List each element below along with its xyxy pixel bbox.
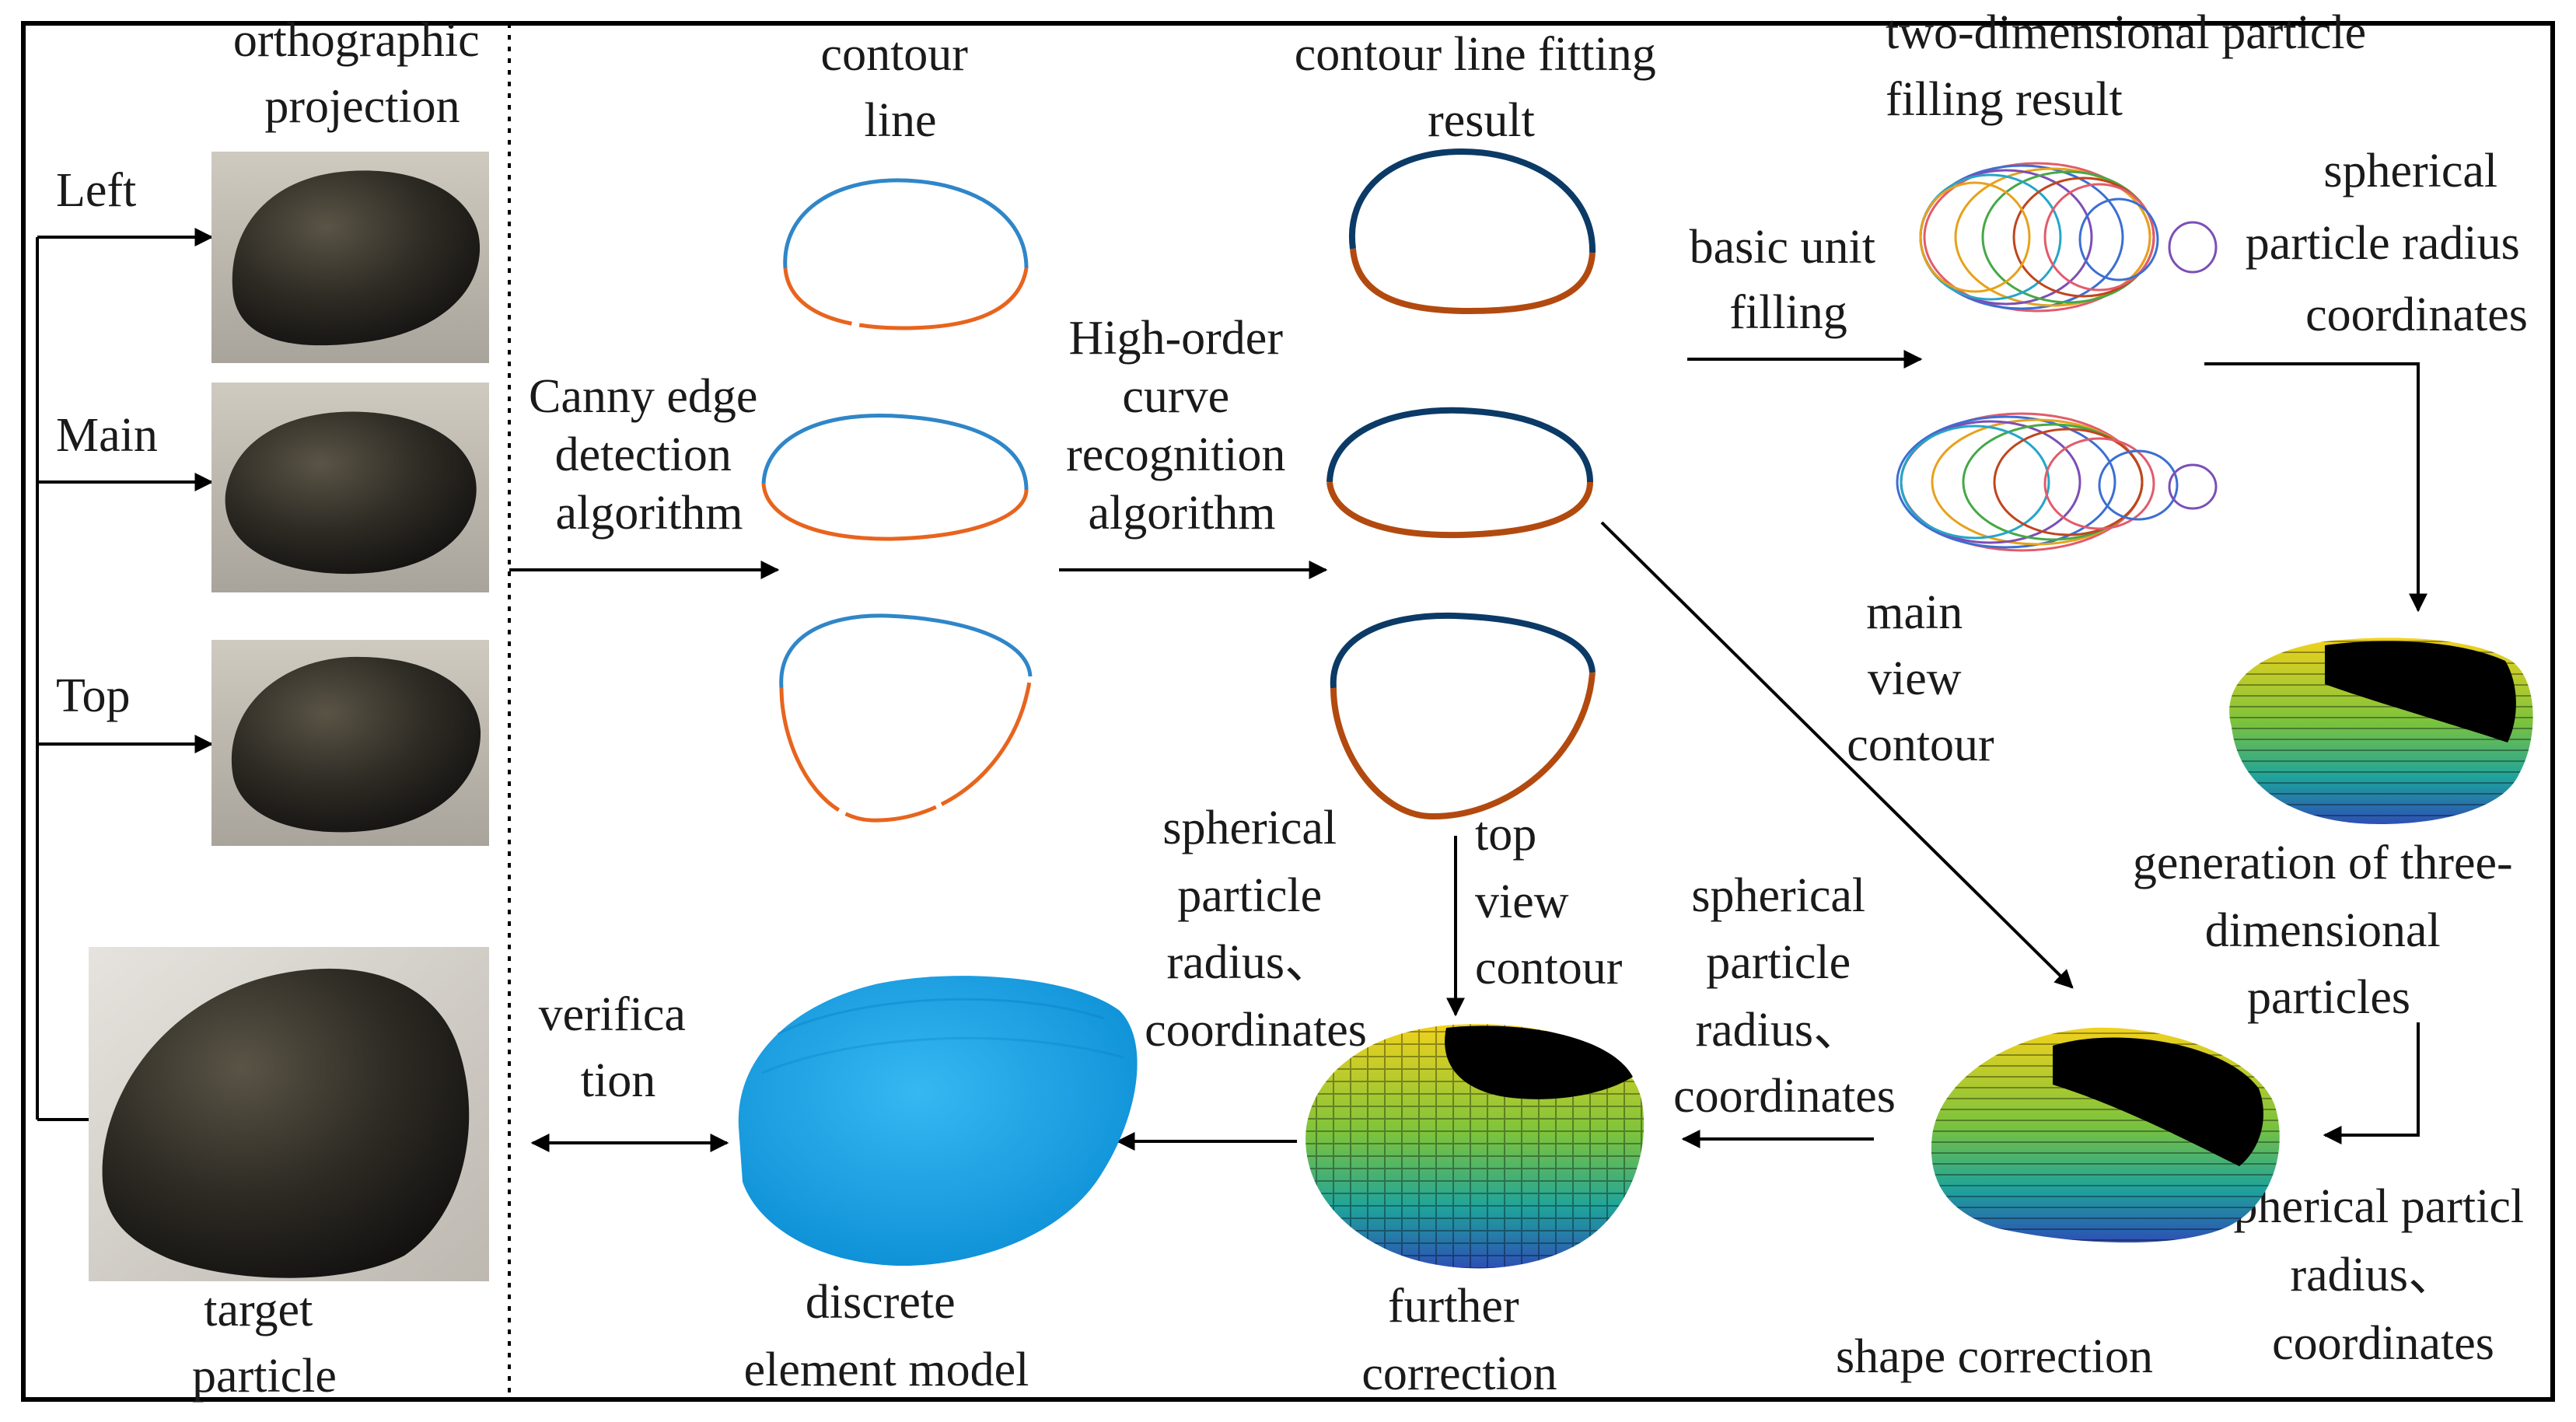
fitted-left-view <box>1348 148 1596 315</box>
fitted-main-view <box>1326 407 1593 539</box>
high-order-label: High-order curve recognition algorithm <box>1066 312 1298 540</box>
fitted-top-view <box>1330 612 1596 820</box>
figure-frame <box>21 21 2555 1402</box>
arrow-to-shape-correction <box>2323 1022 2420 1144</box>
left-view-label: Left <box>56 164 136 217</box>
shape-correction-particle <box>1931 1027 2280 1243</box>
basic-unit-filling-label: basic unit filling <box>1690 221 1888 339</box>
radius-coordinates-label-4: spherical particle radius、 coordinates <box>1145 802 1367 1057</box>
target-particle-label: target particle <box>192 1284 337 1403</box>
arrow-to-3d-generation <box>2204 362 2427 613</box>
top-view-label: Top <box>56 669 131 722</box>
contour-line-title: contour line <box>821 28 980 147</box>
shape-correction-label: shape correction <box>1836 1330 2153 1383</box>
dem-model <box>738 976 1138 1267</box>
arrow-main-view-contour <box>1600 521 2074 989</box>
orthographic-label: orthographic projection <box>233 14 491 133</box>
further-correction-label: further correction <box>1361 1280 1557 1400</box>
verification-label: verifica tion <box>539 988 698 1107</box>
contour-main-view <box>761 413 1029 541</box>
left-view-photo <box>211 152 489 363</box>
further-correction-particle <box>1305 1024 1645 1269</box>
generated-3d-particle <box>2229 638 2533 824</box>
canny-edge-label: Canny edge detection algorithm <box>529 370 770 540</box>
filling-result-lower <box>1896 412 2218 552</box>
main-view-photo <box>211 383 489 592</box>
dem-label: discrete element model <box>744 1276 1029 1396</box>
fitting-result-title: contour line fitting result <box>1295 28 1668 147</box>
top-view-photo <box>211 640 489 846</box>
main-view-label: Main <box>56 409 158 462</box>
radius-coordinates-label-1: spherical particle radius coordinates <box>2246 145 2532 341</box>
main-view-contour-label: main view contour <box>1847 586 1994 771</box>
contour-left-view <box>783 178 1029 330</box>
photo-panel: orthographic projection Left Main Top <box>36 14 491 1403</box>
contour-top-view <box>779 613 1033 823</box>
radius-coordinates-label-3: spherical particle radius、 coordinates <box>1673 869 1896 1123</box>
radius-coordinates-label-2: spherical particl radius、 coordinates <box>2214 1180 2536 1370</box>
generation-3d-label: generation of three- dimensional particl… <box>2133 837 2525 1024</box>
filling-result-upper <box>1919 162 2218 313</box>
filling-result-title: two-dimensional particle filling result <box>1886 6 2379 126</box>
target-particle-photo <box>89 947 489 1281</box>
top-view-contour-label: top view contour <box>1475 808 1623 994</box>
